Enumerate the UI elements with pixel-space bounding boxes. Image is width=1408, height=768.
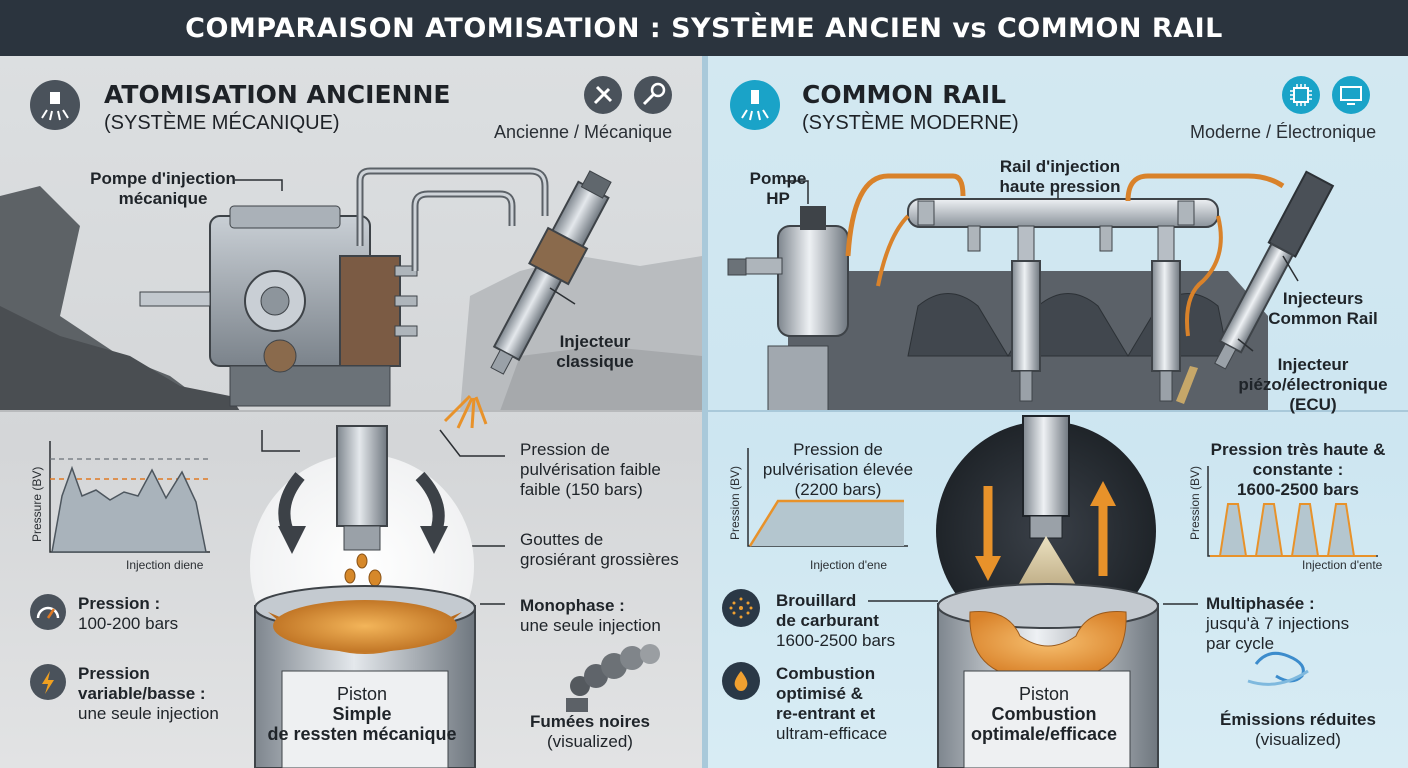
left-title: ATOMISATION ANCIENNE	[104, 80, 451, 109]
spray-nozzle-icon	[30, 80, 80, 130]
flame-drop-icon	[722, 662, 760, 700]
right-title: COMMON RAIL	[802, 80, 1007, 109]
monophase-label: Monophase :une seule injection	[520, 596, 661, 635]
constant-pressure-label: Pression très haute &constante :1600-250…	[1210, 440, 1386, 499]
fuel-mist-icon	[722, 589, 760, 627]
left-type-label: Ancienne / Mécanique	[494, 122, 673, 142]
smoke-label: Fumées noires(visualized)	[530, 712, 650, 751]
left-illustration	[0, 167, 702, 768]
pump-hp-label: Pompe HP	[749, 169, 807, 208]
title-bar: COMPARAISON ATOMISATION : SYSTÈME ANCIEN…	[0, 0, 1408, 56]
left-subtitle: (SYSTÈME MÉCANIQUE)	[104, 112, 340, 134]
monitor-icon	[1332, 76, 1370, 114]
lightning-icon	[30, 664, 66, 700]
left-chart-ylabel: Pressure (BV)	[30, 466, 44, 542]
gauge-icon	[30, 594, 66, 630]
right-chart1-xlabel: Injection d'ene	[810, 558, 888, 572]
right-chart2-ylabel: Pression (BV)	[1188, 465, 1202, 540]
wrench-gear-icon	[634, 76, 672, 114]
chip-icon	[1282, 76, 1320, 114]
wrench-screwdriver-icon	[584, 76, 622, 114]
right-chart1-ylabel: Pression (BV)	[728, 465, 742, 540]
emissions-label: Émissions réduites(visualized)	[1220, 710, 1376, 749]
right-illustration	[708, 170, 1408, 768]
spray-nozzle-icon	[730, 80, 780, 130]
panel-common-rail: COMMON RAIL (SYSTÈME MODERNE) Moderne / …	[708, 56, 1408, 768]
panel-divider	[702, 56, 708, 768]
right-type-label: Moderne / Électronique	[1190, 122, 1377, 142]
info-pressure: Pression :100-200 bars	[78, 594, 179, 633]
page-title: COMPARAISON ATOMISATION : SYSTÈME ANCIEN…	[185, 12, 1223, 44]
right-chart2-xlabel: Injection d'ente	[1302, 558, 1383, 572]
panel-ancienne: ATOMISATION ANCIENNE (SYSTÈME MÉCANIQUE)…	[0, 56, 702, 768]
left-chart-xlabel: Injection diene	[126, 558, 204, 572]
right-subtitle: (SYSTÈME MODERNE)	[802, 112, 1019, 134]
